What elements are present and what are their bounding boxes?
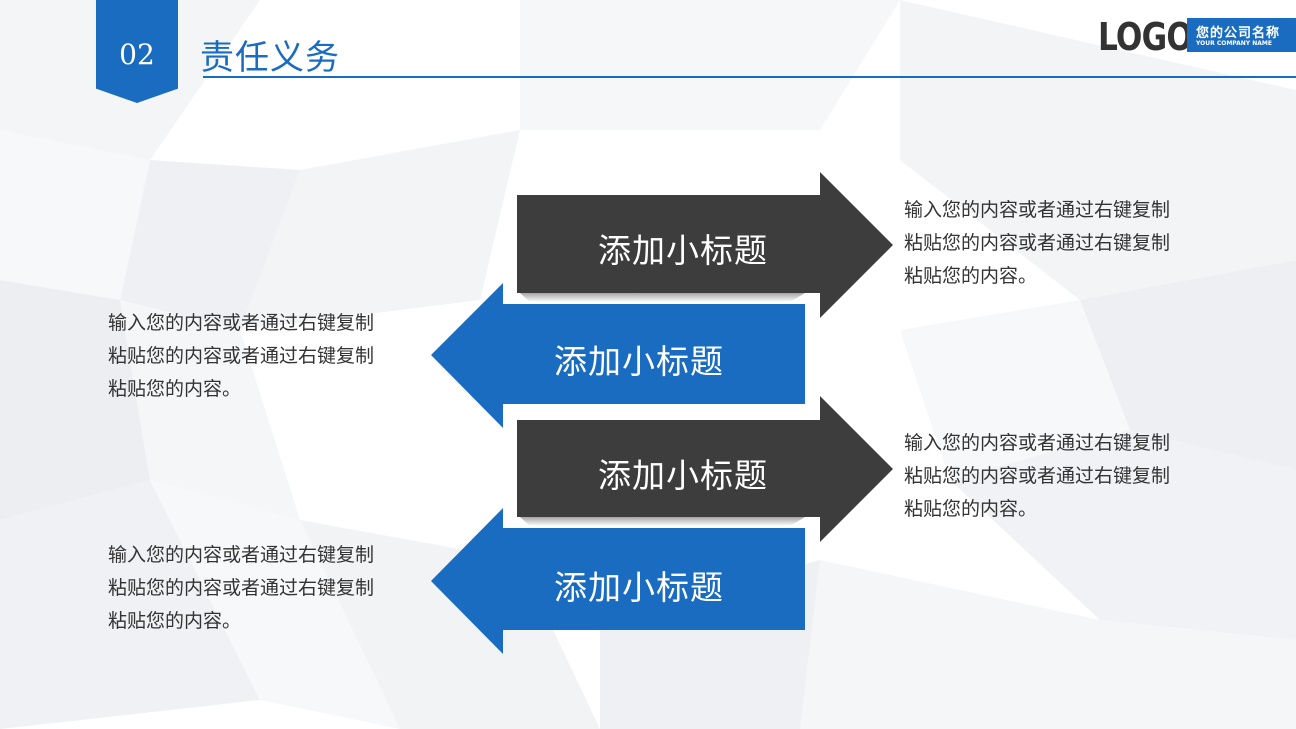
company-name-en: YOUR COMPANY NAME bbox=[1196, 40, 1272, 47]
arrow-1-shadow bbox=[520, 293, 805, 302]
arrow-4 bbox=[431, 508, 805, 654]
item-3-description: 输入您的内容或者通过右键复制粘贴您的内容或者通过右键复制粘贴您的内容。 bbox=[904, 432, 1171, 520]
section-number-badge: 02 bbox=[96, 0, 178, 103]
item-2-description: 输入您的内容或者通过右键复制粘贴您的内容或者通过右键复制粘贴您的内容。 bbox=[108, 312, 375, 400]
arrow-2 bbox=[431, 283, 805, 428]
item-1-description: 输入您的内容或者通过右键复制粘贴您的内容或者通过右键复制粘贴您的内容。 bbox=[904, 199, 1171, 287]
section-number: 02 bbox=[119, 38, 155, 71]
arrow-3 bbox=[517, 396, 893, 542]
title-divider bbox=[203, 76, 1296, 78]
company-name-box: 您的公司名称 YOUR COMPANY NAME bbox=[1187, 18, 1296, 52]
company-name: 您的公司名称 bbox=[1196, 26, 1281, 41]
logo: LOGO bbox=[1098, 15, 1193, 59]
arrow-2-title: 添加小标题 bbox=[554, 342, 724, 381]
arrow-3-shadow bbox=[520, 517, 805, 526]
arrow-1-title: 添加小标题 bbox=[598, 231, 768, 270]
arrow-4-title: 添加小标题 bbox=[554, 568, 724, 607]
arrow-1 bbox=[517, 172, 893, 318]
item-4-description: 输入您的内容或者通过右键复制粘贴您的内容或者通过右键复制粘贴您的内容。 bbox=[108, 544, 375, 632]
arrow-3-title: 添加小标题 bbox=[598, 456, 768, 495]
page-title: 责任义务 bbox=[200, 38, 340, 78]
